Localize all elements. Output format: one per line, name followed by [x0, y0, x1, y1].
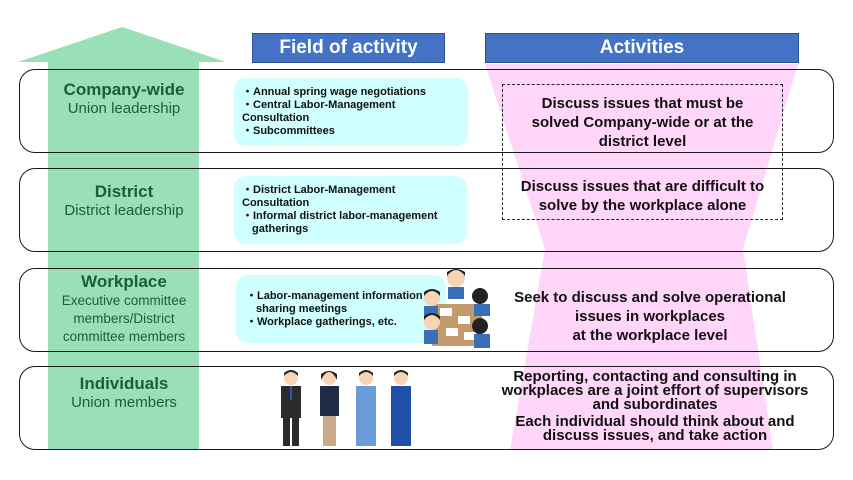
activity-line: discuss issues, and take action: [542, 427, 768, 444]
figure-suit-man: [281, 370, 301, 446]
row-individuals: [19, 366, 834, 450]
level-subtitle: District leadership: [64, 202, 184, 219]
level-subtitle: Executive committee: [61, 293, 187, 308]
activity-line: issues in workplaces: [574, 308, 726, 325]
activity-line: Reporting, contacting and consulting in: [513, 368, 797, 385]
field-item: sharing meetings: [256, 302, 348, 315]
activities-header: Activities: [485, 33, 799, 63]
activity-individuals: Reporting, contacting and consulting in …: [480, 368, 830, 444]
level-subtitle: members/District: [73, 311, 175, 326]
field-item: ・Central Labor-Management Consultation: [242, 99, 396, 124]
field-item: ・Workplace gatherings, etc.: [246, 315, 397, 328]
activity-line: district level: [598, 133, 687, 150]
field-item: ・Annual spring wage negotiations: [242, 86, 426, 98]
level-title: Company-wide: [63, 80, 185, 99]
field-item: gatherings: [252, 223, 309, 235]
field-box-district: ・District Labor-Management Consultation …: [234, 176, 467, 244]
activity-workplace: Seek to discuss and solve operational is…: [480, 288, 820, 345]
field-item: ・District Labor-Management Consultation: [242, 184, 396, 209]
activity-line: Each individual should think about and: [515, 413, 795, 430]
level-company-wide: Company-wide Union leadership: [49, 80, 199, 118]
field-box-workplace: ・Labor-management information sharing me…: [236, 275, 446, 343]
activity-line: and subordinates: [592, 396, 718, 413]
row-district: [19, 168, 834, 252]
row-workplace: [19, 268, 834, 352]
activity-line: Seek to discuss and solve operational: [514, 289, 786, 306]
meeting-illustration: [424, 269, 490, 348]
level-workplace: Workplace Executive committee members/Di…: [49, 272, 199, 346]
union-members-illustration: [281, 370, 411, 446]
shared-activity-dashed-box: [502, 84, 783, 220]
level-subtitle: Union leadership: [67, 100, 181, 117]
activity-company-wide: Discuss issues that must be solved Compa…: [502, 94, 783, 151]
field-box-company-wide: ・Annual spring wage negotiations ・Centra…: [234, 78, 468, 146]
row-company-wide: [19, 69, 834, 153]
field-item: ・Labor-management information: [246, 289, 423, 302]
activity-line: Discuss issues that are difficult to: [520, 178, 765, 195]
activity-line: Discuss issues that must be: [541, 95, 744, 112]
activity-district: Discuss issues that are difficult to sol…: [502, 177, 783, 215]
level-individuals: Individuals Union members: [49, 374, 199, 412]
figure-worker-blue: [391, 370, 411, 446]
level-subtitle: Union members: [71, 394, 177, 411]
field-item: ・Subcommittees: [242, 125, 335, 137]
level-title: Individuals: [79, 374, 169, 393]
figure-suit-woman: [320, 371, 339, 446]
activity-line: solve by the workplace alone: [538, 197, 747, 214]
field-item: ・Informal district labor-management: [242, 210, 438, 222]
level-subtitle: committee members: [62, 329, 186, 344]
activity-line: solved Company-wide or at the: [531, 114, 754, 131]
level-title: District: [94, 182, 154, 201]
activity-line: at the workplace level: [572, 327, 728, 344]
figure-worker-light-blue: [356, 370, 376, 446]
field-of-activity-header: Field of activity: [252, 33, 445, 63]
level-title: Workplace: [81, 272, 167, 291]
activity-line: workplaces are a joint effort of supervi…: [501, 382, 809, 399]
level-district: District District leadership: [49, 182, 199, 220]
